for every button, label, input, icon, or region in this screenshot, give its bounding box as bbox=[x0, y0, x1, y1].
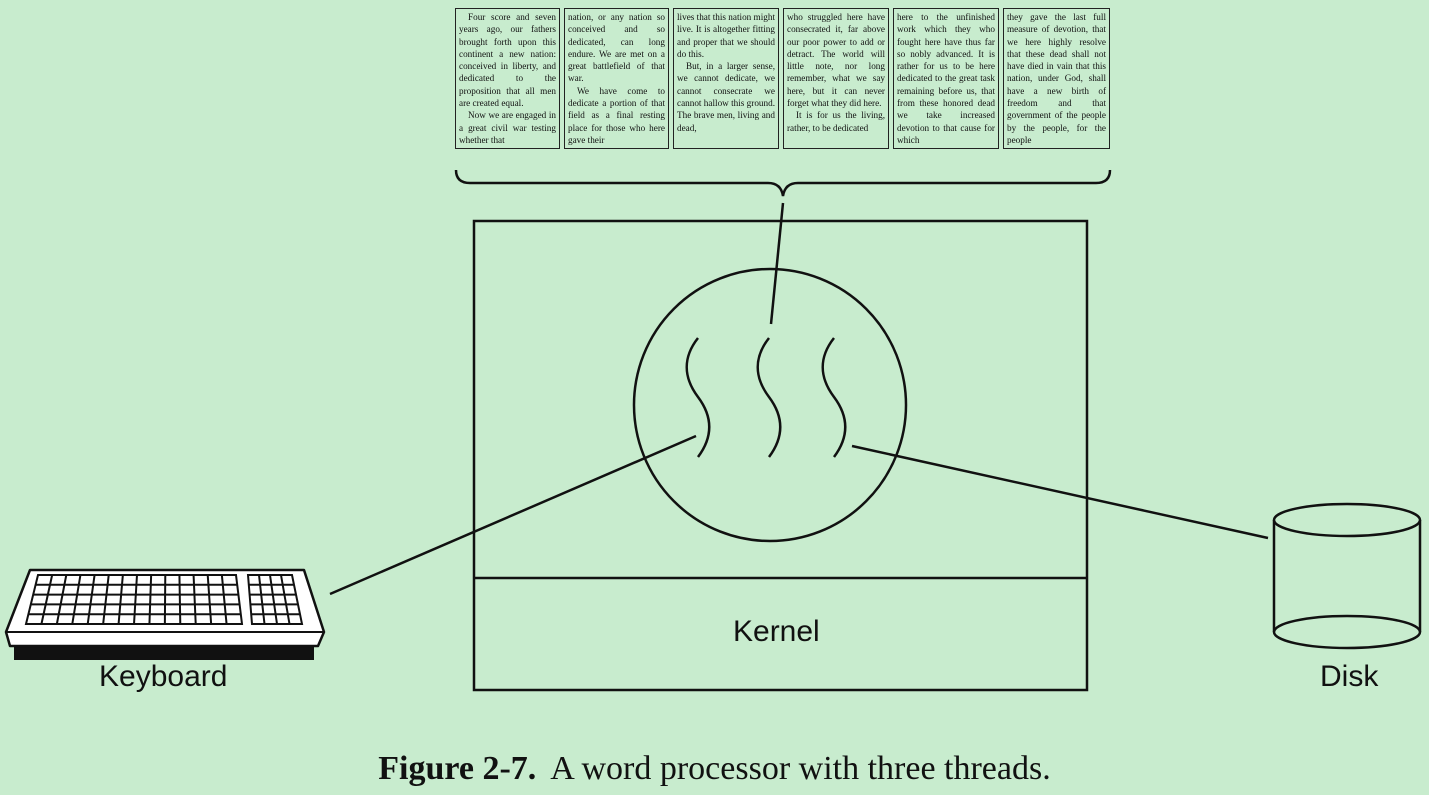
document-column: they gave the last full measure of devot… bbox=[1003, 8, 1110, 149]
figure-number: Figure 2-7. bbox=[378, 750, 537, 787]
document-paragraph: It is for us the living, rather, to be d… bbox=[787, 110, 885, 133]
figure-caption: Figure 2-7. A word processor with three t… bbox=[0, 750, 1429, 788]
document-paragraph: who struggled here have consecrated it, … bbox=[787, 12, 885, 109]
document-column: Four score and seven years ago, our fath… bbox=[455, 8, 560, 149]
document-column: lives that this nation might live. It is… bbox=[673, 8, 779, 149]
thread-2-icon bbox=[756, 337, 782, 458]
document-paragraph: Now we are engaged in a great civil war … bbox=[459, 110, 556, 145]
kernel-label: Kernel bbox=[733, 615, 820, 648]
disk-connector bbox=[851, 444, 1269, 540]
document-paragraph: here to the unfinished work which they w… bbox=[897, 12, 995, 145]
keyboard-connector bbox=[329, 434, 697, 596]
document-column: here to the unfinished work which they w… bbox=[893, 8, 999, 149]
process-circle bbox=[632, 267, 908, 543]
document-connector bbox=[769, 202, 785, 325]
disk-icon bbox=[1272, 502, 1422, 650]
disk-label: Disk bbox=[1320, 660, 1379, 693]
document-column: nation, or any nation so conceived and s… bbox=[564, 8, 669, 149]
document-paragraph: But, in a larger sense, we cannot dedica… bbox=[677, 61, 775, 133]
keyboard-icon bbox=[4, 568, 326, 660]
document-paragraph: lives that this nation might live. It is… bbox=[677, 12, 775, 59]
document-column: who struggled here have consecrated it, … bbox=[783, 8, 889, 149]
document-brace bbox=[454, 169, 1112, 197]
document-paragraph: nation, or any nation so conceived and s… bbox=[568, 12, 665, 84]
document-paragraph: We have come to dedicate a portion of th… bbox=[568, 85, 665, 145]
figure-title: A word processor with three threads. bbox=[550, 750, 1051, 787]
document-paragraph: they gave the last full measure of devot… bbox=[1007, 12, 1106, 145]
keyboard-label: Keyboard bbox=[99, 660, 228, 693]
thread-3-icon bbox=[821, 337, 847, 458]
thread-1-icon bbox=[685, 337, 711, 458]
document-paragraph: Four score and seven years ago, our fath… bbox=[459, 12, 556, 109]
